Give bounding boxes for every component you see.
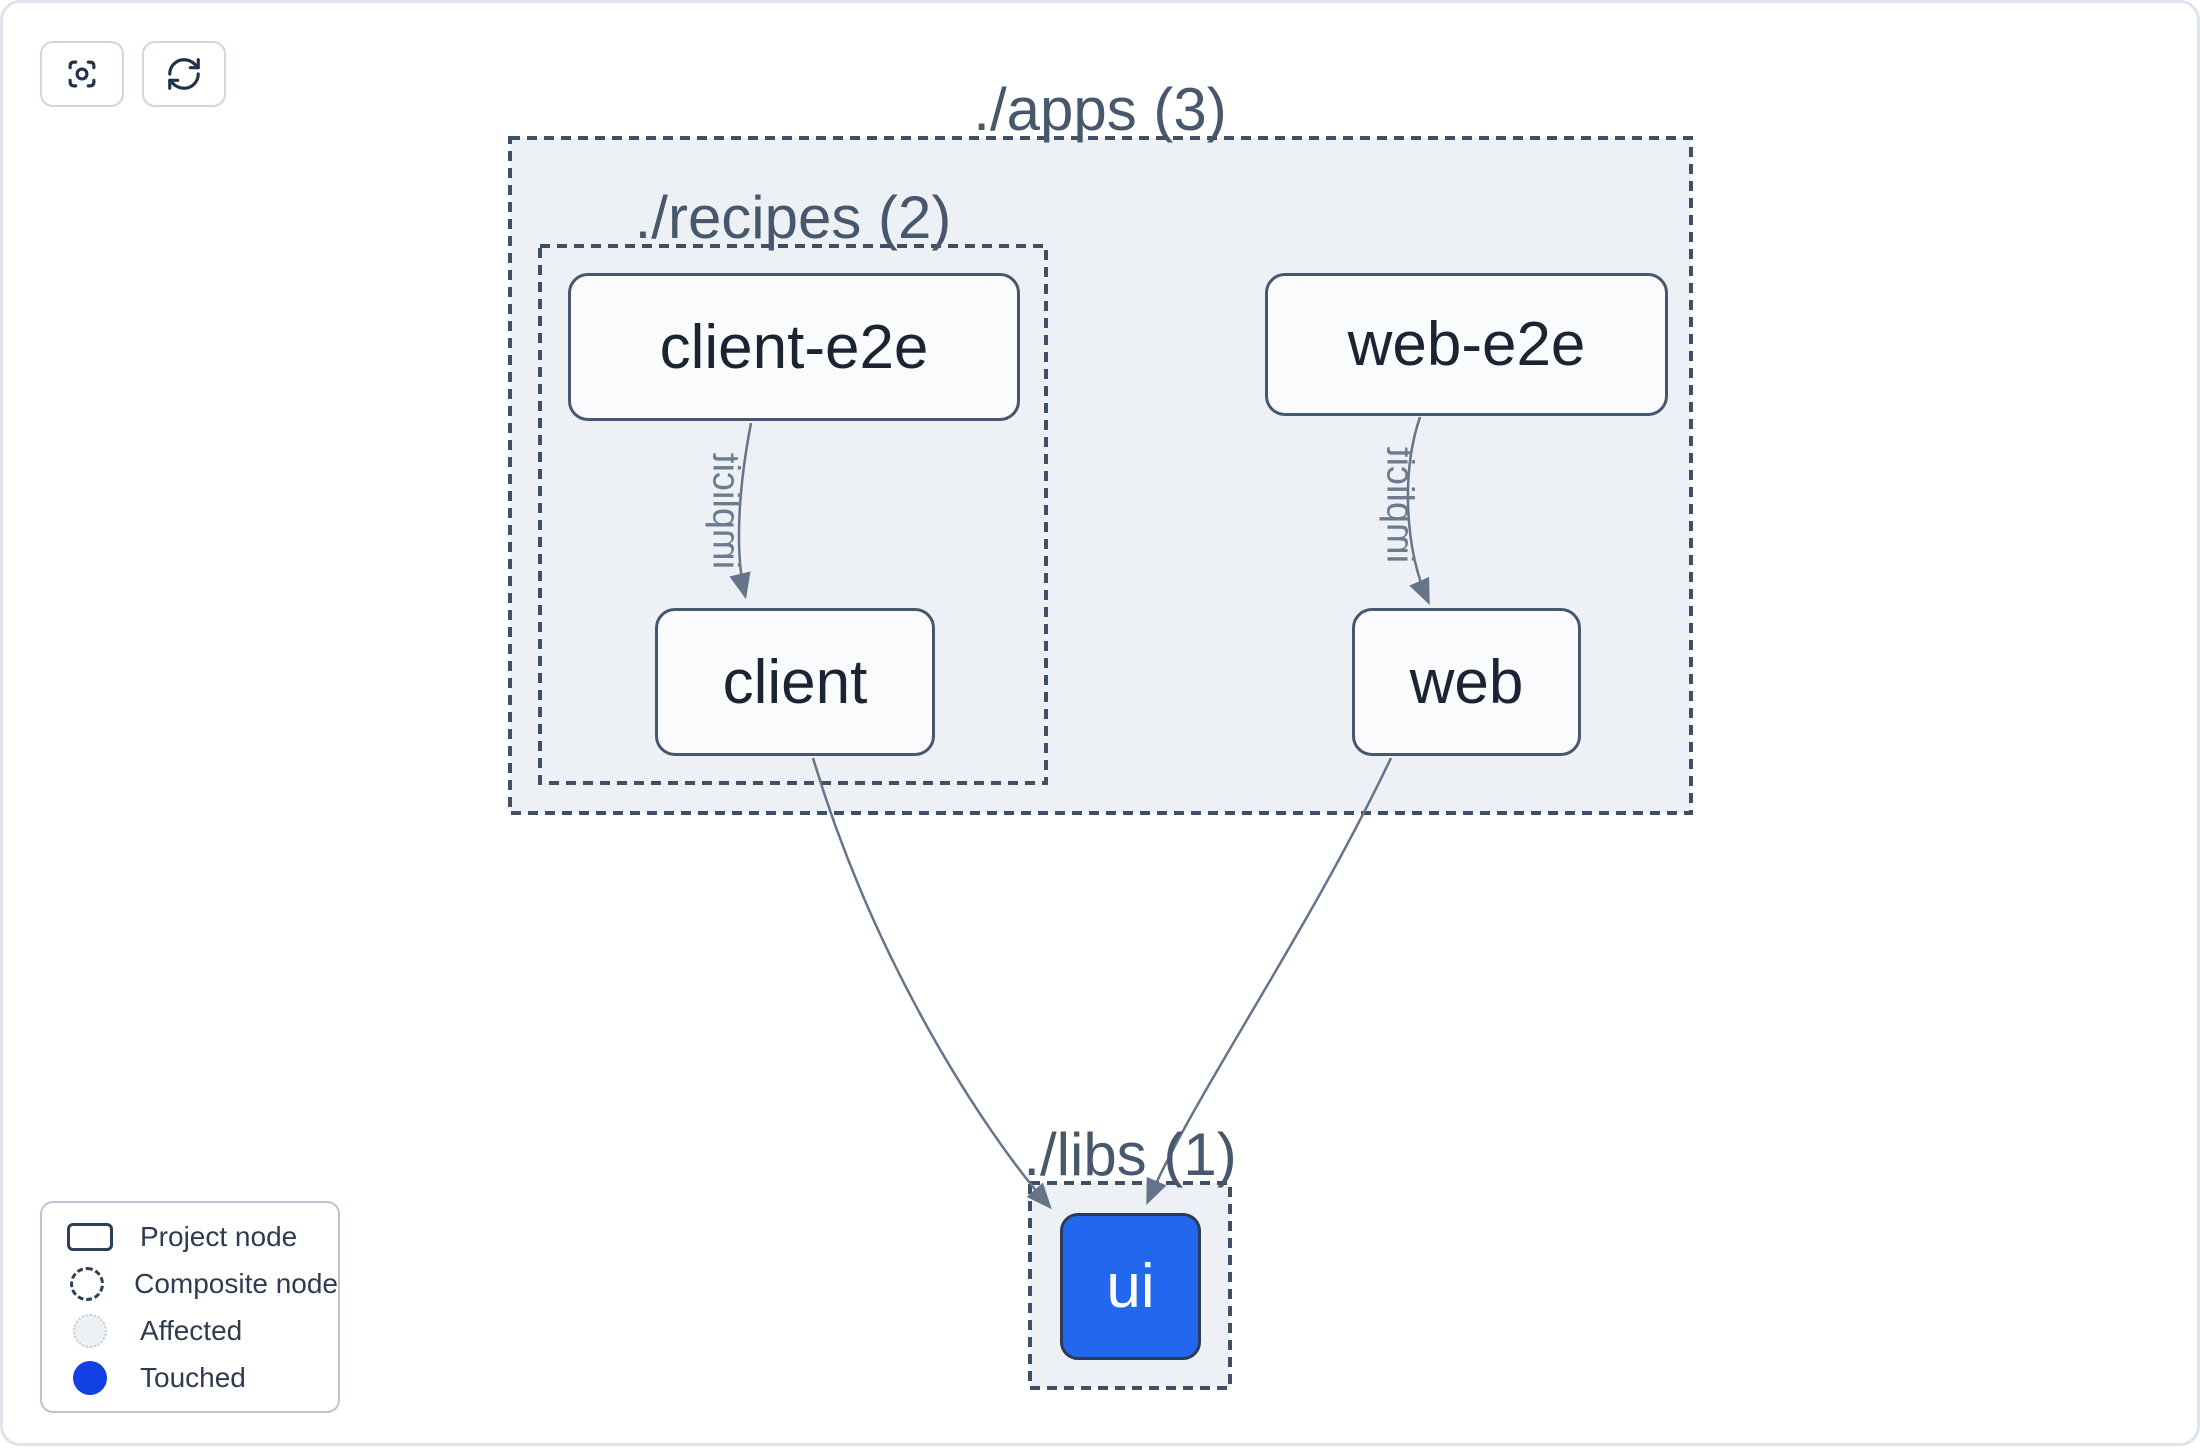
- legend-item-project-node: Project node: [67, 1213, 338, 1260]
- legend-label: Affected: [140, 1314, 243, 1346]
- project-node-ui[interactable]: ui: [1060, 1213, 1201, 1360]
- edge-client-e2e-to-client[interactable]: [729, 422, 753, 600]
- toolbar: [40, 41, 226, 107]
- project-node-client[interactable]: client: [655, 608, 935, 756]
- focus-center-icon: [63, 55, 101, 93]
- node-label: client: [722, 647, 868, 717]
- legend-label: Composite node: [134, 1267, 338, 1299]
- edge-label-implicit: implicit: [704, 452, 747, 570]
- group-label-apps: ./apps (3): [973, 76, 1227, 143]
- project-node-web-e2e[interactable]: web-e2e: [1265, 273, 1668, 416]
- refresh-icon: [165, 55, 203, 93]
- legend-item-affected: Affected: [67, 1307, 338, 1354]
- project-node-swatch: [67, 1222, 113, 1251]
- touched-swatch: [73, 1360, 107, 1395]
- edge-client-to-ui[interactable]: [811, 757, 1052, 1210]
- composite-node-swatch: [70, 1266, 105, 1301]
- edge-web-to-ui[interactable]: [1146, 757, 1393, 1205]
- node-label: web: [1409, 647, 1524, 717]
- affected-swatch: [73, 1313, 107, 1348]
- group-label-recipes: ./recipes (2): [634, 184, 952, 251]
- project-node-web[interactable]: web: [1352, 608, 1581, 756]
- legend-item-composite-node: Composite node: [67, 1260, 338, 1307]
- node-label: client-e2e: [659, 312, 929, 382]
- node-label: web-e2e: [1347, 310, 1586, 379]
- group-label-libs: ./libs (1): [1023, 1121, 1237, 1188]
- legend-label: Touched: [140, 1361, 246, 1393]
- legend: Project node Composite node Affected Tou…: [40, 1201, 340, 1413]
- legend-label: Project node: [140, 1220, 298, 1252]
- project-node-client-e2e[interactable]: client-e2e: [568, 273, 1020, 421]
- refresh-button[interactable]: [142, 41, 226, 107]
- center-graph-button[interactable]: [40, 41, 124, 107]
- node-label: ui: [1106, 1252, 1155, 1321]
- edge-web-e2e-to-web[interactable]: [1406, 416, 1430, 605]
- legend-item-touched: Touched: [67, 1354, 338, 1401]
- edge-label-implicit: implicit: [1378, 446, 1421, 564]
